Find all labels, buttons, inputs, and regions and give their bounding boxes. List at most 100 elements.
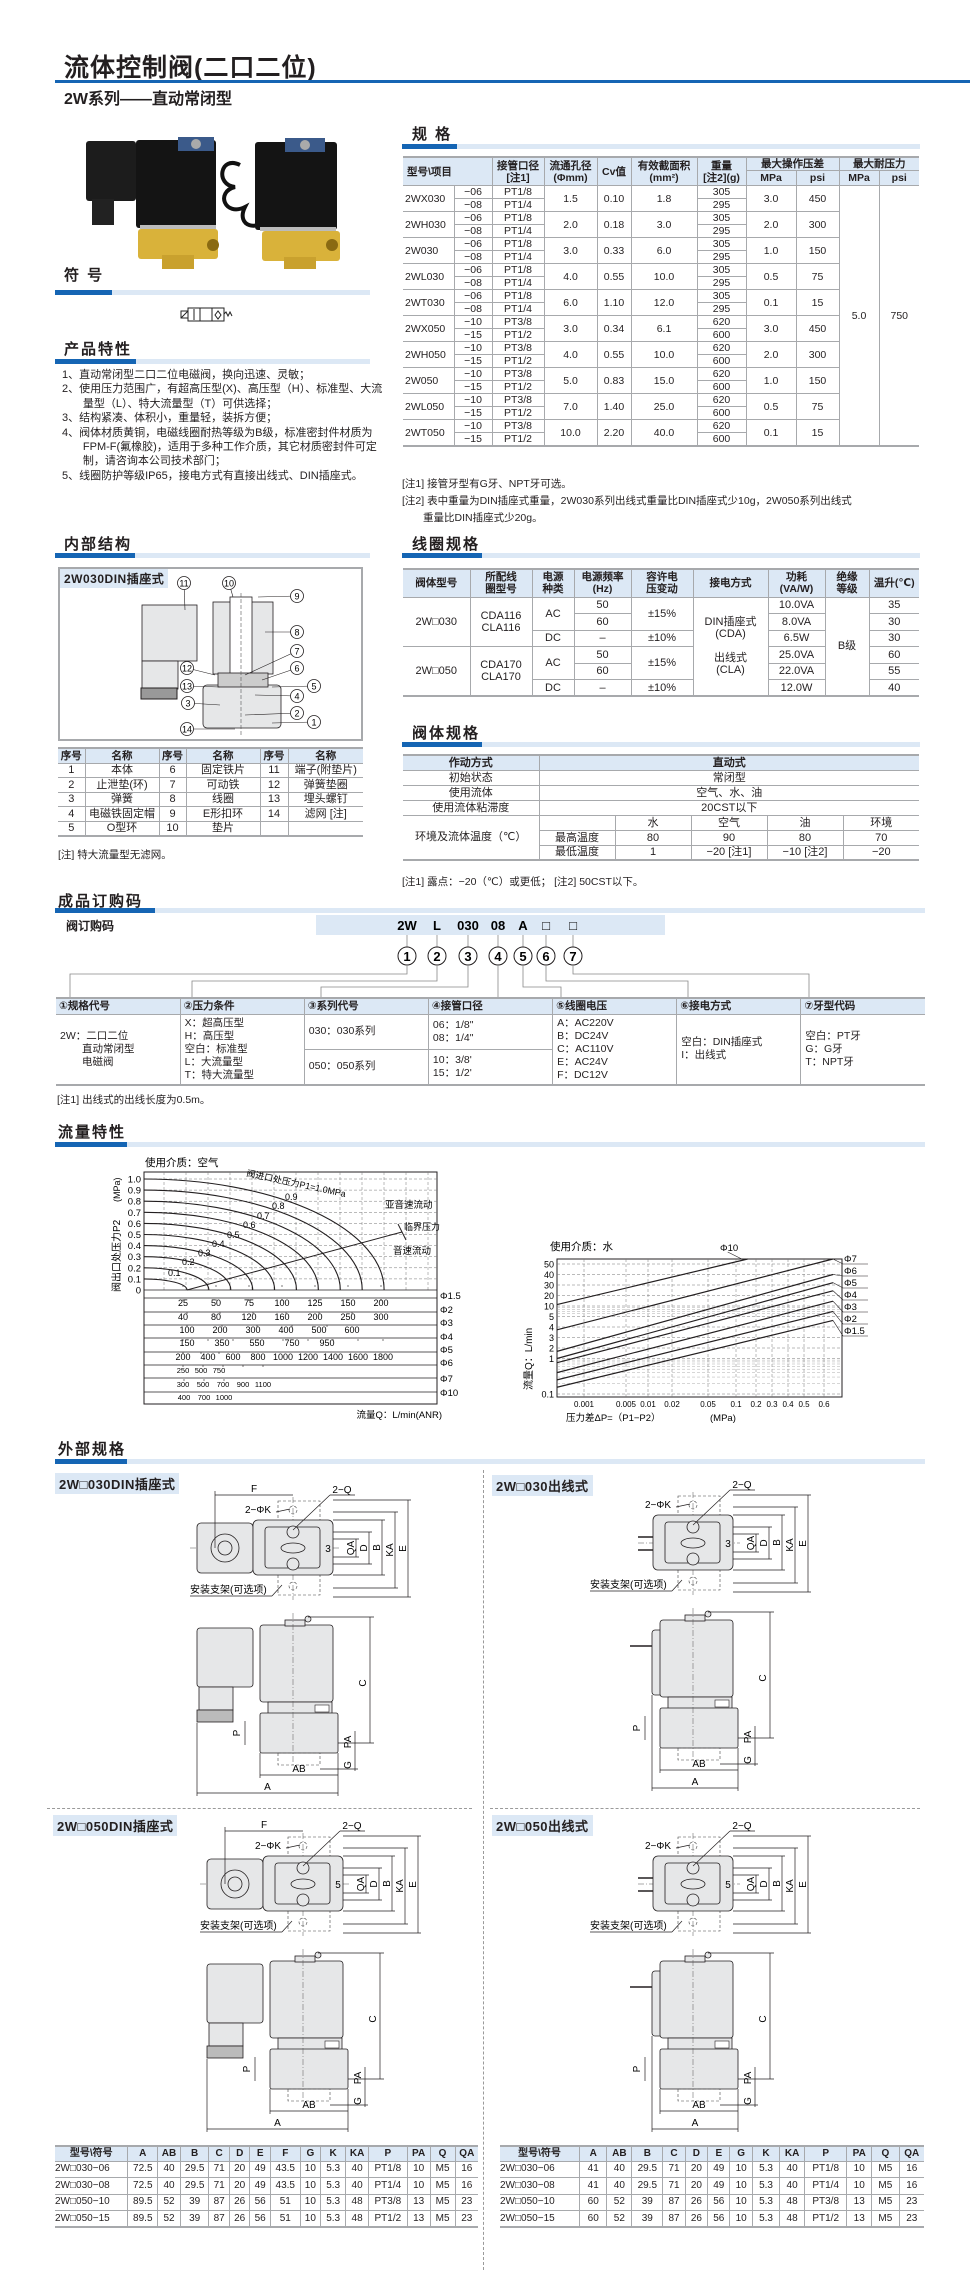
callout-number: 11 <box>179 579 188 589</box>
col-psi: psi <box>795 170 840 186</box>
port-cell: PT1/8 <box>491 289 545 303</box>
order-code-part: 2W <box>397 918 417 933</box>
mpa-cell: 1.0 <box>745 367 797 394</box>
order-heading: 成品订购码 <box>58 893 144 910</box>
bracket-hole <box>298 1917 308 1927</box>
temp-col: 环境 <box>842 814 920 831</box>
cv-cell: 1.40 <box>596 393 632 420</box>
dimension-value: 40 <box>779 2177 806 2195</box>
dimension-value: 72.5 <box>127 2160 159 2178</box>
suffix-cell: −10 <box>453 393 493 407</box>
series-label: Φ6 <box>844 1266 857 1277</box>
order-column-header: ③系列代号 <box>303 997 429 1015</box>
model-cell: 2WT050 <box>403 419 455 447</box>
order-circle-number: 6 <box>542 949 549 964</box>
col-name: 名称 <box>185 747 261 764</box>
chart-medium: 使用介质：水 <box>550 1240 613 1253</box>
critical-pressure-arrow <box>397 1223 407 1241</box>
flow-arrow-plate <box>714 1699 730 1708</box>
order-option: 空白：标准型 <box>184 1042 248 1055</box>
flow-arrow-mark <box>290 1878 316 1890</box>
flow-tick-label: 250 <box>340 1312 355 1322</box>
connector-plug <box>141 660 179 690</box>
dim-label-PA: PA <box>343 1735 354 1748</box>
orifice-cell: 1.5 <box>543 185 598 212</box>
series-line <box>556 1258 748 1306</box>
structure-diagram-frame <box>58 567 363 741</box>
leader-line <box>281 1920 293 1933</box>
valve-body <box>202 684 282 729</box>
dim-label-D: D <box>759 1880 770 1887</box>
pressure-curve <box>143 1200 341 1291</box>
order-code-part: □ <box>542 918 550 933</box>
part-no: 3 <box>58 791 86 807</box>
callout-number: 6 <box>294 664 299 674</box>
callout-number: 10 <box>224 579 234 589</box>
flow-tick-label: 50 <box>211 1298 221 1308</box>
weight-cell: 620 <box>696 315 747 329</box>
min-temp-value: −20 <box>842 844 920 861</box>
flow-tick-label: 1800 <box>373 1352 393 1362</box>
dim-label-QA: QA <box>746 1535 757 1550</box>
port-cell: PT1/2 <box>491 354 545 368</box>
mpa-cell: 2.0 <box>745 211 797 238</box>
dimension-header: AB <box>606 2145 633 2162</box>
dimension-value: 56 <box>707 2210 731 2228</box>
part-name: 埋头螺钉 <box>287 791 363 807</box>
min-temp-value: 1 <box>614 844 692 861</box>
part-name: 固定铁片 <box>185 762 261 778</box>
dim-label-E: E <box>798 1540 809 1547</box>
bracket-label: 安装支架(可选项) <box>590 1919 667 1932</box>
model-cell: 2W□030−08 <box>500 2177 581 2195</box>
dimension-value: 23 <box>898 2210 924 2228</box>
dim-label-F: F <box>251 1485 257 1495</box>
dimension-value: PT1/4 <box>367 2177 408 2195</box>
dimension-header: K <box>751 2145 781 2162</box>
order-code-part: 030 <box>457 918 479 933</box>
part-name: 线圈 <box>185 791 261 807</box>
critical-label: 临界压力 <box>404 1221 440 1232</box>
order-connector-line <box>522 965 562 997</box>
base-bracket <box>677 2088 721 2102</box>
y-tick-label: 0.8 <box>128 1197 141 1208</box>
psi-cell: 15 <box>795 419 840 447</box>
dimension-value: 40 <box>345 2177 369 2195</box>
chart-medium: 使用介质：空气 <box>145 1156 219 1169</box>
coil-header: 阀体型号 <box>403 568 471 598</box>
flow-tick-label: 100 <box>274 1298 289 1308</box>
dimension-value: 49 <box>249 2160 271 2178</box>
order-option: 08：1/4" <box>432 1031 474 1044</box>
order-option: 10：3/8' <box>432 1053 472 1066</box>
suffix-cell: −10 <box>453 367 493 381</box>
flow-tick-label: 900 <box>237 1380 250 1389</box>
dim-label-D: D <box>759 1539 770 1546</box>
order-connector-line <box>191 965 438 997</box>
features-heading: 产品特性 <box>64 341 133 358</box>
dimension-value: 20 <box>228 2177 251 2195</box>
part-name: 本体 <box>84 762 160 778</box>
dimension-value: 26 <box>684 2193 709 2211</box>
col-mpa: MPa <box>746 170 797 186</box>
dim-label-G: G <box>353 2097 364 2105</box>
power-consumption: 25.0VA <box>767 646 826 664</box>
e-clip <box>314 1951 322 1959</box>
port-hole <box>286 1525 300 1539</box>
flow-tick-label: 200 <box>307 1312 322 1322</box>
dimension-header: G <box>729 2145 753 2162</box>
order-circle-number: 7 <box>569 949 576 964</box>
min-temp-value: −10 [注2] <box>766 844 844 861</box>
min-temp-label: 最低温度 <box>539 844 616 861</box>
dim-label-QA: QA <box>346 1540 357 1555</box>
callout-circle <box>307 679 321 693</box>
psi-cell: 75 <box>795 393 840 420</box>
y-tick-label: 20 <box>544 1291 554 1301</box>
mpa-cell: 3.0 <box>745 185 797 212</box>
